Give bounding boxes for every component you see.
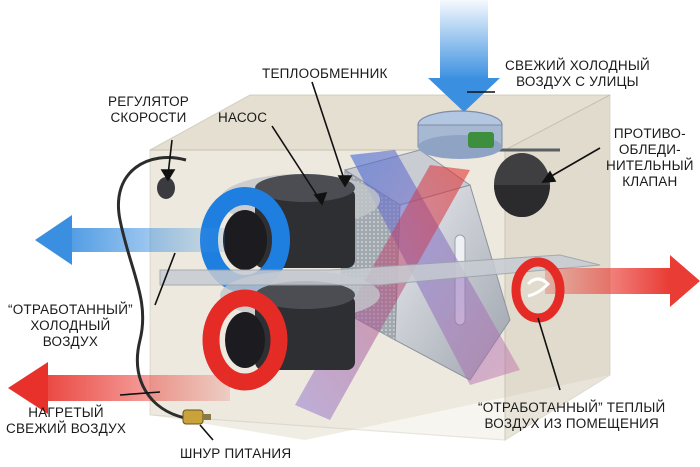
- label-anti-icing-valve-line4: КЛАПАН: [622, 174, 678, 189]
- power-cord: [117, 156, 211, 425]
- label-fresh-cold-air-line2: ВОЗДУХ С УЛИЦЫ: [516, 74, 639, 89]
- label-exhaust-cold-air: “ОТРАБОТАННЫЙ” ХОЛОДНЫЙ ВОЗДУХ: [8, 302, 133, 350]
- label-exhaust-warm-air-line1: “ОТРАБОТАННЫЙ” ТЕПЛЫЙ: [478, 400, 666, 415]
- fresh-air-inlet-arrow: [428, 0, 500, 112]
- label-heated-fresh-air-line2: СВЕЖИЙ ВОЗДУХ: [6, 421, 127, 436]
- label-anti-icing-valve-line1: ПРОТИВО-: [613, 126, 686, 141]
- exhaust-cold-air-arrow: [35, 215, 225, 265]
- label-exhaust-warm-air: “ОТРАБОТАННЫЙ” ТЕПЛЫЙ ВОЗДУХ ИЗ ПОМЕЩЕНИ…: [478, 400, 665, 432]
- label-speed-regulator: РЕГУЛЯТОР СКОРОСТИ: [108, 94, 189, 126]
- anti-icing-valve: [470, 148, 560, 217]
- label-speed-regulator-line1: РЕГУЛЯТОР: [108, 94, 190, 109]
- label-exhaust-cold-air-line3: ВОЗДУХ: [42, 334, 99, 349]
- heated-fresh-air-arrow: [8, 362, 230, 414]
- label-heated-fresh-air: НАГРЕТЫЙ СВЕЖИЙ ВОЗДУХ: [6, 405, 126, 437]
- label-exhaust-cold-air-line2: ХОЛОДНЫЙ: [30, 318, 111, 333]
- label-pump: НАСОС: [218, 110, 268, 125]
- speed-regulator-knob: [157, 177, 175, 199]
- label-power-cord: ШНУР ПИТАНИЯ: [180, 446, 292, 461]
- label-heat-exchanger: ТЕПЛООБМЕННИК: [262, 66, 388, 81]
- label-anti-icing-valve: ПРОТИВО- ОБЛЕДИ- НИТЕЛЬНЫЙ КЛАПАН: [606, 126, 694, 190]
- label-anti-icing-valve-line3: НИТЕЛЬНЫЙ: [606, 158, 694, 173]
- divider-shelf: [159, 254, 601, 286]
- lower-fan: [202, 271, 380, 391]
- inlet-damper: [417, 110, 503, 159]
- label-exhaust-cold-air-line1: “ОТРАБОТАННЫЙ”: [8, 302, 133, 317]
- label-anti-icing-valve-line2: ОБЛЕДИ-: [618, 142, 681, 157]
- label-exhaust-warm-air-line2: ВОЗДУХ ИЗ ПОМЕЩЕНИЯ: [484, 416, 659, 431]
- label-fresh-cold-air-line1: СВЕЖИЙ ХОЛОДНЫЙ: [505, 58, 650, 73]
- label-speed-regulator-line2: СКОРОСТИ: [110, 110, 187, 125]
- label-heated-fresh-air-line1: НАГРЕТЫЙ: [28, 405, 104, 420]
- leader-lines: [119, 81, 601, 441]
- label-fresh-cold-air: СВЕЖИЙ ХОЛОДНЫЙ ВОЗДУХ С УЛИЦЫ: [505, 58, 650, 90]
